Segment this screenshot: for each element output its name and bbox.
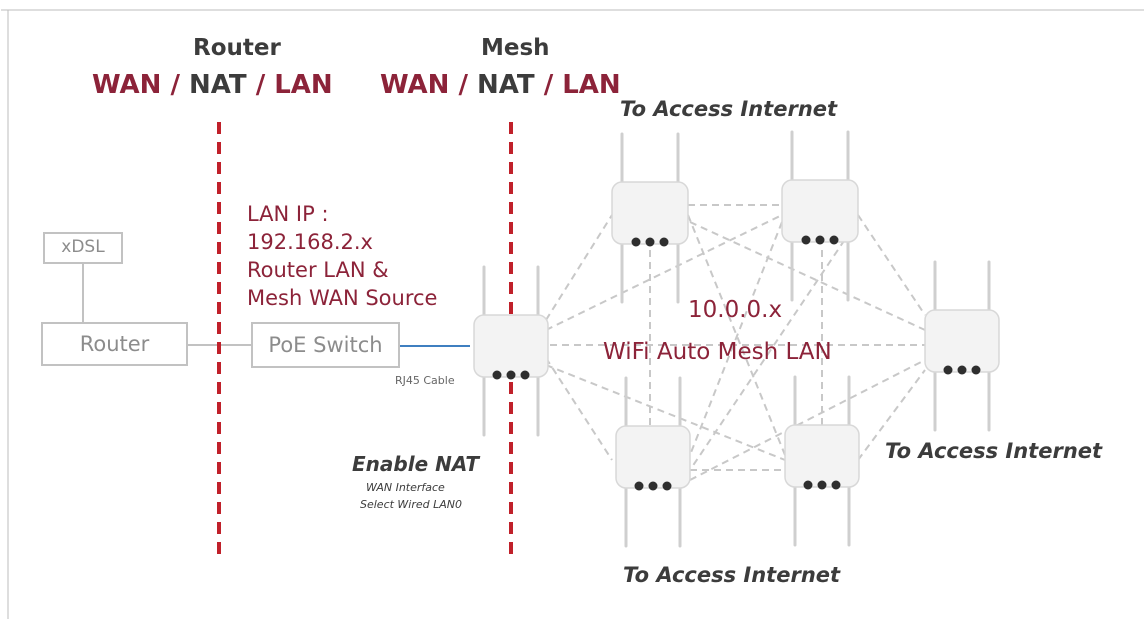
mesh-gateway-ap — [473, 265, 549, 437]
internet-label-right: To Access Internet — [885, 439, 1103, 463]
router-wan-label: WAN / — [92, 70, 180, 100]
router-nat-label: NAT — [189, 70, 247, 100]
lan-ip-line1: LAN IP : — [247, 202, 329, 226]
enable-nat-title: Enable NAT — [352, 452, 480, 476]
ap-port — [506, 370, 516, 380]
mesh-subnet: 10.0.0.x — [688, 297, 783, 323]
lan-ip-line2: 192.168.2.x — [247, 230, 373, 254]
ap-port — [801, 235, 811, 245]
router-lan-label: / LAN — [255, 70, 333, 100]
access-point-bottom-right — [784, 375, 860, 547]
mesh-lan-label: / LAN — [543, 70, 621, 100]
enable-nat-line1: WAN Interface — [366, 481, 445, 494]
ap-body — [615, 425, 691, 489]
router-label: Router — [79, 332, 150, 356]
ap-port — [971, 365, 981, 375]
ap-port — [662, 481, 672, 491]
ap-port — [645, 237, 655, 247]
router-zone-layers: WAN / NAT / LAN — [92, 70, 333, 100]
ap-port — [659, 237, 669, 247]
lan-ip-line4: Mesh WAN Source — [247, 286, 438, 310]
mesh-wan-label: WAN / — [380, 70, 468, 100]
ap-port — [631, 237, 641, 247]
poe-switch-box — [251, 322, 400, 368]
mesh-lan-name: WiFi Auto Mesh LAN — [603, 339, 832, 365]
access-point-top-left — [611, 132, 689, 304]
xdsl-label: xDSL — [61, 237, 105, 257]
ap-body — [781, 179, 859, 243]
lan-ip-line3: Router LAN & — [247, 258, 389, 282]
ap-port — [831, 480, 841, 490]
ap-body — [784, 424, 860, 488]
access-point-top-right — [781, 130, 859, 302]
ap-body — [473, 314, 549, 378]
router-box — [41, 322, 188, 366]
ap-port — [803, 480, 813, 490]
ap-port — [648, 481, 658, 491]
internet-label-bottom: To Access Internet — [623, 563, 841, 587]
ap-body — [611, 181, 689, 245]
mesh-zone-title: Mesh — [481, 35, 550, 61]
router-zone-title: Router — [193, 35, 281, 61]
rj45-cable-label: RJ45 Cable — [395, 374, 455, 387]
ap-body — [924, 309, 1000, 373]
ap-port — [957, 365, 967, 375]
poe-switch-label: PoE Switch — [268, 333, 383, 357]
mesh-zone-layers: WAN / NAT / LAN — [380, 70, 621, 100]
xdsl-box — [43, 232, 123, 264]
internet-label-top: To Access Internet — [620, 97, 838, 121]
lan-ip-info: LAN IP : 192.168.2.x Router LAN & Mesh W… — [247, 200, 437, 312]
enable-nat-line2: Select Wired LAN0 — [360, 498, 463, 511]
ap-port — [829, 235, 839, 245]
ap-port — [520, 370, 530, 380]
access-point-right — [924, 260, 1000, 432]
access-point-bottom-left — [615, 376, 691, 548]
mesh-links — [545, 204, 926, 481]
mesh-nat-label: NAT — [477, 70, 535, 100]
ap-port — [943, 365, 953, 375]
ap-port — [817, 480, 827, 490]
ap-port — [815, 235, 825, 245]
ap-port — [634, 481, 644, 491]
ap-port — [492, 370, 502, 380]
